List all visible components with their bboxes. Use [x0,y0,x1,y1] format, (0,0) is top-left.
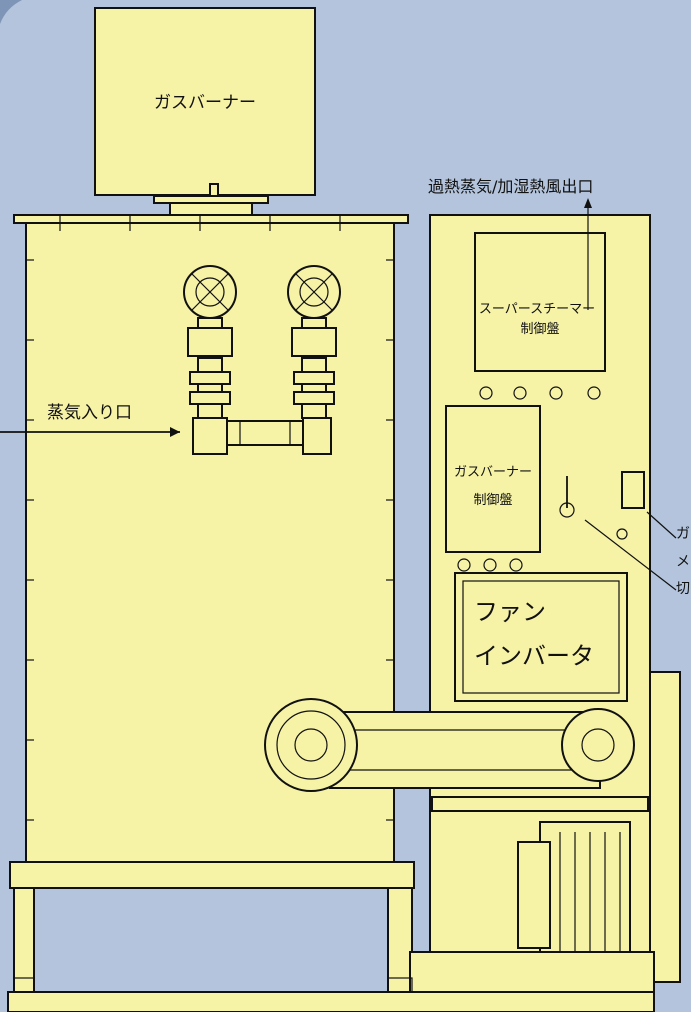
super-steamer-panel [474,232,606,372]
gas-burner-panel-line1: ガスバーナー [454,465,532,480]
motor-body [517,841,551,949]
meter-callout-line [646,511,677,539]
gas-burner-panel-line2: 制御盤 [473,493,512,508]
corner-decoration [0,0,22,24]
burner-flange-plate [153,195,269,204]
tank-tick-marks [26,215,394,821]
fan-housing-left [264,698,358,792]
side-callout-3: 切 [676,581,690,597]
belt-cover [649,671,681,983]
fan-pulley-right [561,708,635,782]
gas-burner-panel [445,405,541,553]
frame-base-rail [7,991,655,1012]
outlet-label: 過熱蒸気/加湿熱風出口 [428,177,593,196]
burner-stub [209,183,219,197]
pipe-elbow-right [302,417,332,455]
frame-leg-right [387,887,413,993]
steam-inlet-label: 蒸気入り口 [47,403,132,423]
fan-inverter-line1: ファン [474,598,546,626]
outlet-arrowhead [584,198,592,208]
motor-frame [539,821,631,963]
pipe-elbow-left [192,417,228,455]
fan-duct [329,711,601,789]
motor-fins [559,832,621,952]
pipe-cross [226,420,304,446]
cabinet-band [431,796,649,812]
frame-base-right [409,951,655,993]
super-steamer-panel-line2: 制御盤 [520,322,559,337]
fan-inverter-line2: インバータ [474,642,594,670]
gas-burner-label: ガスバーナー [154,93,256,113]
fan-inverter-panel [454,572,628,702]
steam-inlet-arrowhead [170,427,180,437]
burner-panel-lamps [457,558,523,572]
super-steamer-panel-line1: スーパースチーマー [479,302,595,317]
frame-leg-left [13,887,35,993]
piping-assembly [183,265,341,455]
gas-burner-box [94,7,316,196]
gas-meter-box [621,471,645,509]
switch-callout-line [584,519,677,591]
tank-top-rim [13,214,409,224]
side-callout-1: ガ [676,526,690,542]
frame-top-rail [9,861,415,889]
side-callout-2: メ [676,554,690,570]
panel-indicator-lamps [479,386,601,400]
switch-knob [559,502,575,518]
